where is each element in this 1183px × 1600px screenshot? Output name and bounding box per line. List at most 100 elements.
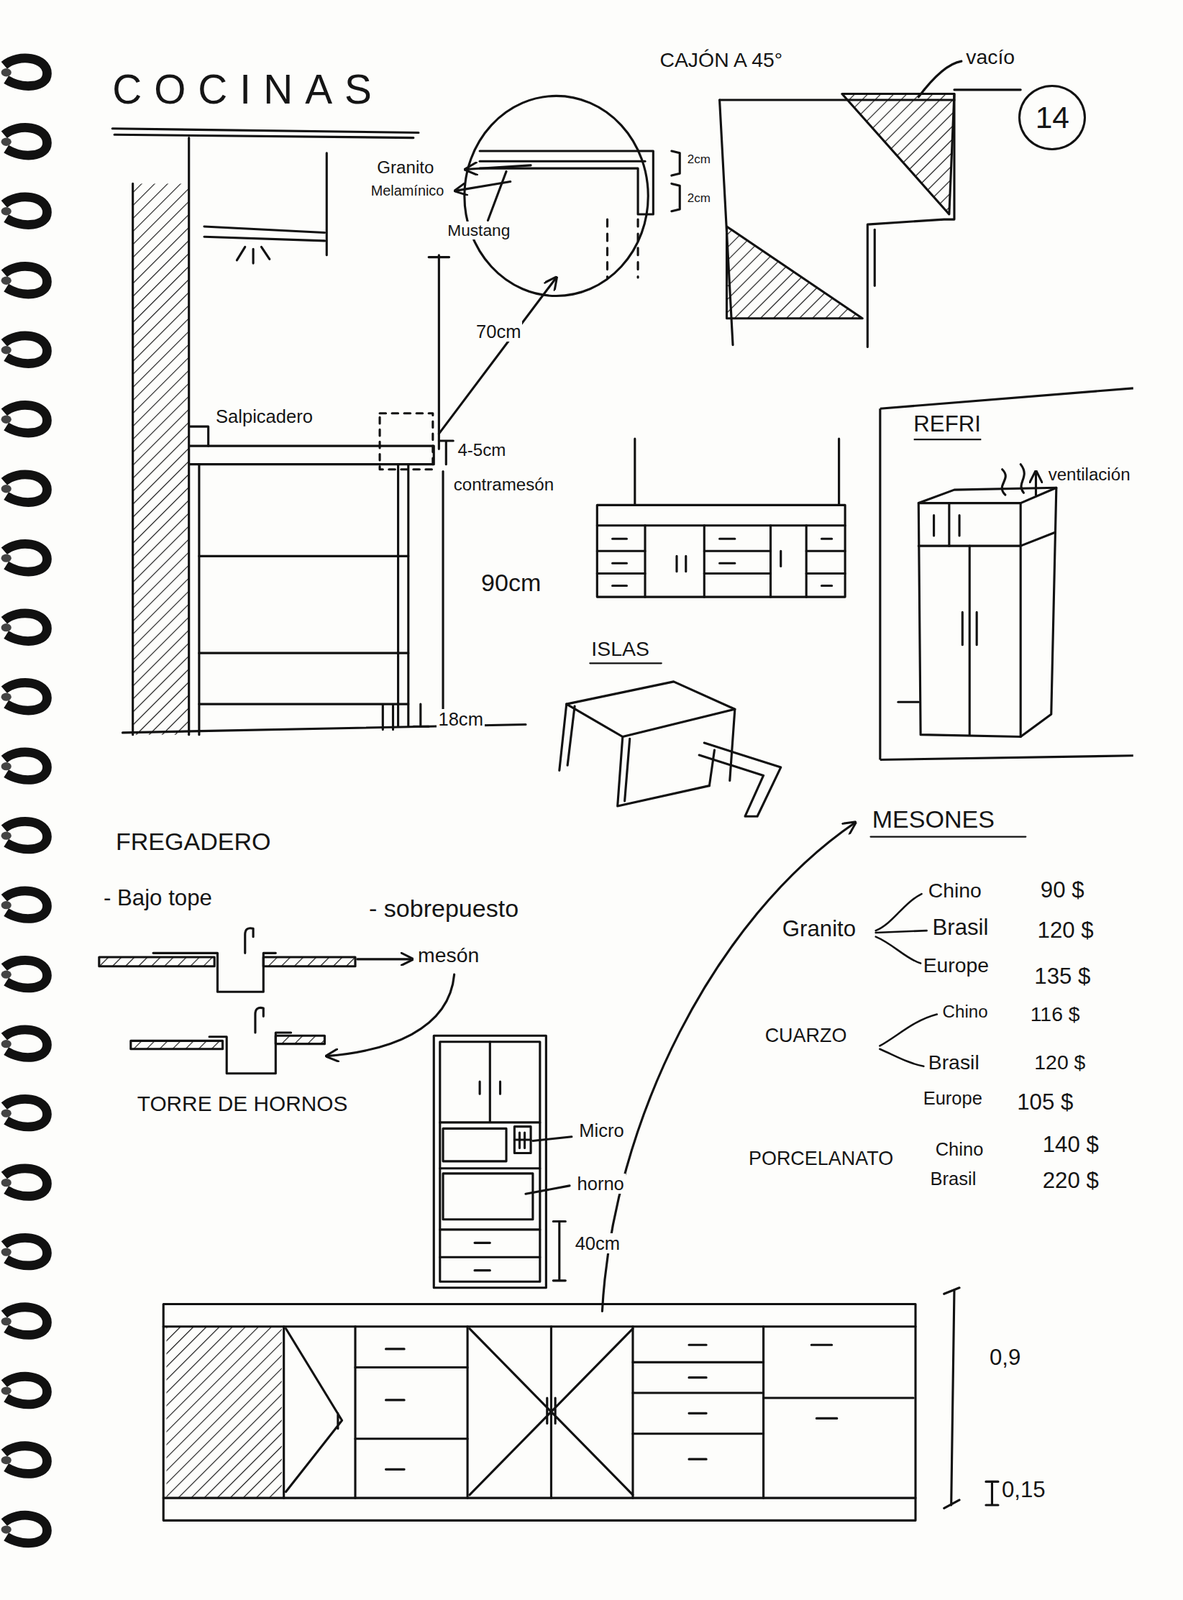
sink-diagrams (130, 1040, 223, 1049)
origin-label: Europe (921, 954, 991, 977)
part-label: Salpicadero (214, 406, 315, 427)
price-label: 135 $ (1032, 964, 1092, 989)
kitchen-section (413, 704, 429, 727)
base-cabinet-elevation (596, 438, 845, 597)
page-number: 14 (1035, 100, 1070, 135)
section-heading: FREGADERO (114, 828, 273, 856)
sink-diagrams (99, 957, 215, 967)
mesones-pointer (870, 835, 1027, 838)
page-number-circle: 14 (1018, 84, 1086, 151)
oven-tower (553, 1221, 566, 1281)
island-sketch (699, 742, 781, 817)
base-cabinet-elevation (635, 438, 840, 505)
panel-outline (879, 387, 1133, 408)
countertop-detail (479, 160, 646, 163)
countertop-detail (671, 151, 680, 212)
oven-tower (442, 1128, 507, 1161)
island-sketch (589, 662, 661, 664)
spiral-binding (1, 682, 48, 711)
kitchen-section (236, 246, 269, 264)
price-label: 120 $ (1036, 918, 1096, 943)
base-cabinet-elevation (596, 504, 845, 525)
kitchen-section (133, 138, 190, 735)
panel-outline (878, 408, 881, 760)
price-label: 220 $ (1041, 1168, 1101, 1194)
cabinet-front-elevation (166, 1326, 282, 1498)
corner-drawer-plan (873, 229, 876, 286)
dimension-label: 0,15 (1000, 1477, 1048, 1503)
kitchen-section (428, 255, 449, 450)
kitchen-section (438, 440, 454, 465)
cabinet-front-elevation (469, 1328, 633, 1496)
cabinet-front-elevation (632, 1344, 764, 1460)
kitchen-section (379, 413, 433, 470)
spiral-binding (1, 1029, 48, 1058)
price-label: 120 $ (1032, 1051, 1087, 1074)
cabinet-front-elevation (163, 1326, 916, 1498)
mesones-pointer (601, 822, 856, 1312)
sink-diagrams (209, 1032, 292, 1074)
material-label: Granito (780, 916, 858, 942)
panel-outline (878, 386, 1139, 764)
fridge-sketch (898, 701, 919, 704)
price-label: 105 $ (1015, 1090, 1075, 1115)
spiral-binding (1, 543, 48, 572)
dimension-label: 40cm (573, 1233, 622, 1254)
section-heading: CAJÓN A 45° (658, 48, 784, 72)
oven-tower (433, 1035, 546, 1288)
oven-tower (440, 1168, 541, 1271)
material-label: Melamínico (369, 183, 446, 200)
sink-diagrams (275, 1035, 325, 1044)
fridge-sketch (1001, 464, 1025, 496)
oven-tower (514, 1132, 531, 1148)
fridge-sketch (918, 503, 1021, 738)
origin-label: Brasil (930, 915, 990, 940)
sink-diagrams (99, 928, 455, 1074)
page-title: COCINAS (112, 67, 385, 113)
kitchen-section (199, 555, 409, 730)
spiral-binding (1, 474, 48, 503)
note-label: vacío (964, 46, 1017, 69)
origin-label: Brasil (926, 1051, 981, 1074)
origin-label: Chino (941, 1002, 990, 1022)
note-label: ventilación (1048, 465, 1131, 485)
price-label: 90 $ (1039, 878, 1086, 903)
dimension-label: 4-5cm (455, 440, 507, 461)
kitchen-sketch (99, 61, 1057, 1521)
oven-tower (433, 1035, 572, 1288)
sink-diagrams (357, 957, 413, 961)
spiral-binding (1, 1168, 48, 1197)
kitchen-section (199, 464, 409, 735)
price-label: 116 $ (1029, 1003, 1082, 1026)
kitchen-section (438, 277, 556, 434)
corner-drawer-plan (918, 61, 962, 98)
dimension-label: 18cm (436, 709, 484, 730)
sink-diagrams (153, 952, 276, 992)
corner-drawer-plan (867, 94, 955, 348)
dimension-label: 2cm (686, 192, 712, 206)
cabinet-front-elevation (763, 1344, 915, 1419)
spiral-binding (1, 1307, 48, 1336)
dimension-label: 90cm (479, 569, 543, 597)
countertop-detail (455, 95, 680, 296)
oven-tower (440, 1042, 541, 1282)
fridge-sketch (918, 532, 1055, 546)
title-underline (112, 128, 419, 139)
spiral-binding (1, 1376, 48, 1405)
corner-drawer-plan (842, 94, 955, 215)
note-label: - Bajo tope (102, 885, 214, 911)
note-label: - sobrepuesto (367, 895, 520, 922)
sink-diagrams (263, 957, 356, 967)
origin-label: Chino (926, 879, 984, 902)
mesones-pointer (601, 822, 1026, 1312)
spiral-binding (1, 613, 48, 642)
price-braces (875, 893, 938, 1067)
section-heading: REFRI (913, 412, 981, 437)
countertop-detail (464, 95, 648, 296)
fridge-sketch (934, 515, 960, 536)
sink-diagrams (255, 1007, 264, 1033)
spiral-binding (1, 1446, 48, 1475)
spiral-binding (1, 891, 48, 920)
corner-drawer-plan (719, 61, 1022, 347)
